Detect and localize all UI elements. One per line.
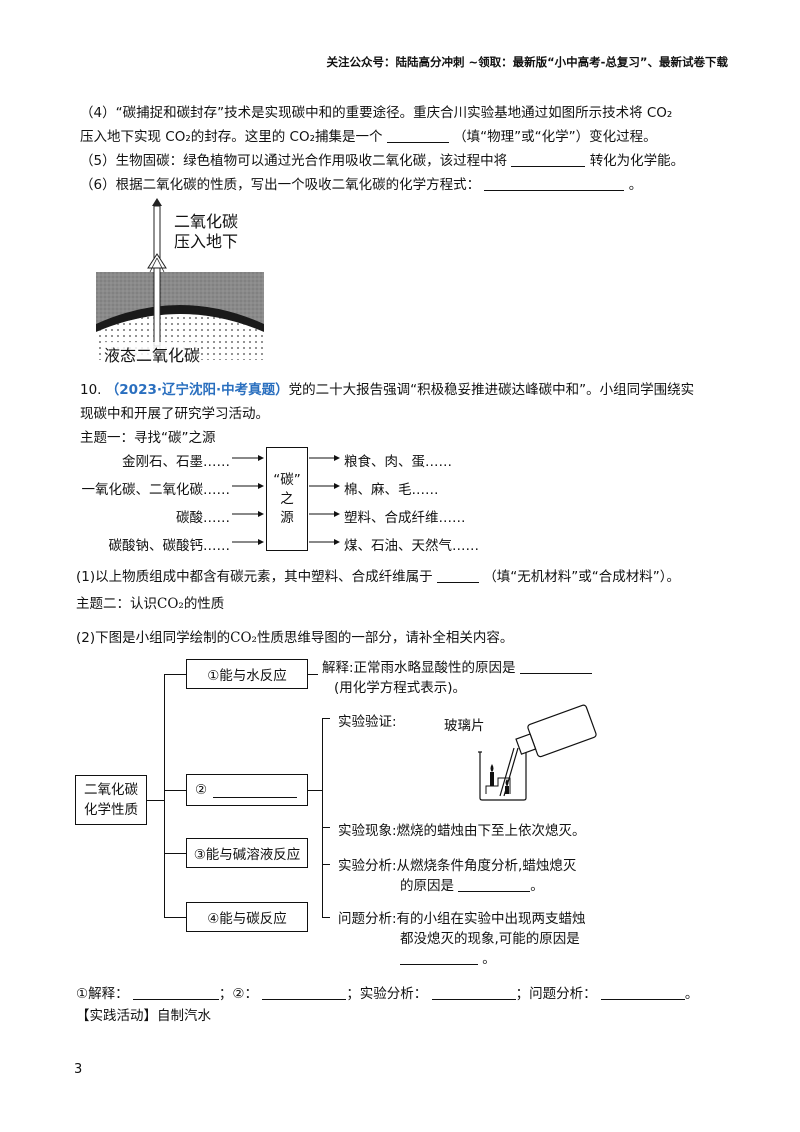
- q5-text-b: 转化为化学能。: [589, 153, 685, 169]
- answer-label-b: ；②：: [218, 986, 259, 1002]
- branch-2-label: ②: [195, 782, 208, 798]
- root-text-1: 二氧化碳: [84, 782, 138, 798]
- p1-text-b: （填“无机材料”或“合成材料”）。: [483, 569, 680, 585]
- explain-text-2: (用化学方程式表示)。: [334, 680, 467, 696]
- answer-blank-1[interactable]: [132, 985, 219, 1000]
- right-item-3: 塑料、合成纤维……: [344, 510, 466, 526]
- practice-title: 【实践活动】自制汽水: [76, 1008, 211, 1024]
- p2-co2: CO₂: [230, 630, 257, 646]
- analysis-block: 实验分析:从燃烧条件角度分析,蜡烛熄灭 的原因是 。: [338, 856, 576, 896]
- explain-text-1: 解释:正常雨水略显酸性的原因是: [322, 660, 516, 676]
- carbon-source-diagram: 金刚石、石墨…… 一氧化碳、二氧化碳…… 碳酸…… 碳酸钠、碳酸钙…… “碳” …: [0, 445, 800, 557]
- q5-blank[interactable]: [511, 152, 586, 167]
- answer-blank-3[interactable]: [431, 985, 516, 1000]
- p1-line: (1)以上物质组成中都含有碳元素，其中塑料、合成纤维属于 （填“无机材料”或“合…: [76, 565, 680, 585]
- analysis-text-2: 的原因是: [400, 878, 454, 894]
- answer-label-a: ①解释：: [76, 986, 129, 1002]
- root-text-2: 化学性质: [84, 802, 138, 818]
- right-arrows: [309, 455, 340, 545]
- q10-text1: 党的二十大报告强调“积极稳妥推进碳达峰碳中和”。小组同学围绕实: [288, 382, 695, 398]
- verify-label: 实验验证:: [338, 714, 397, 730]
- problem-blank[interactable]: [400, 950, 478, 965]
- branch-2-blank[interactable]: [213, 783, 298, 798]
- q4-line2: 压入地下实现 CO₂的封存。这里的 CO₂捕集是一个 （填“物理”或“化学”）变…: [80, 125, 657, 145]
- explain-block: 解释:正常雨水略显酸性的原因是 (用化学方程式表示)。: [322, 658, 592, 698]
- figure-label-top-2: 压入地下: [174, 232, 239, 251]
- right-item-1: 粮食、肉、蛋……: [344, 454, 452, 470]
- q10-line1: 10. （2023·辽宁沈阳·中考真题）党的二十大报告强调“积极稳妥推进碳达峰碳…: [80, 378, 694, 398]
- co2-storage-figure: 二氧化碳 压入地下 液态二氧化碳: [92, 196, 268, 366]
- p2-line: (2)下图是小组同学绘制的CO₂性质思维导图的一部分，请补全相关内容。: [76, 626, 513, 646]
- co2-storage-illustration: [92, 196, 268, 364]
- theme1-title: 主题一：寻找“碳”之源: [80, 430, 216, 446]
- figure-label-top-1: 二氧化碳: [174, 212, 239, 231]
- problem-text-2: 都没熄灭的现象,可能的原因是: [400, 931, 580, 947]
- center-text-3: 源: [280, 509, 294, 526]
- theme2-text-a: 主题二：认识: [76, 596, 157, 612]
- problem-block: 问题分析:有的小组在实验中出现两支蜡烛 都没熄灭的现象,可能的原因是 。: [338, 909, 586, 969]
- q6-blank[interactable]: [484, 176, 625, 191]
- answer-blank-2[interactable]: [262, 985, 347, 1000]
- phenomenon-text: 实验现象:燃烧的蜡烛由下至上依次熄灭。: [338, 823, 586, 839]
- q5-line: （5）生物固碳：绿色植物可以通过光合作用吸收二氧化碳，该过程中将 转化为化学能。: [80, 149, 684, 169]
- theme2-title: 主题二：认识CO₂的性质: [76, 592, 224, 612]
- branch-3-box: ③能与碱溶液反应: [186, 838, 308, 868]
- page-header: 关注公众号：陆陆高分冲刺 ~领取：最新版“小中高考-总复习”、最新试卷下载: [326, 55, 728, 69]
- branch-4-box: ④能与碳反应: [186, 902, 308, 932]
- mind-root: 二氧化碳 化学性质: [75, 775, 147, 825]
- answer-label-c: ；实验分析：: [346, 986, 428, 1002]
- glass-plate-label: 玻璃片: [444, 718, 485, 734]
- answer-blank-4[interactable]: [600, 985, 685, 1000]
- q4-blank[interactable]: [386, 128, 449, 143]
- problem-text-3: 。: [482, 951, 496, 967]
- q5-text-a: （5）生物固碳：绿色植物可以通过光合作用吸收二氧化碳，该过程中将: [80, 153, 508, 169]
- q6-text-a: （6）根据二氧化碳的性质，写出一个吸收二氧化碳的化学方程式：: [80, 177, 481, 193]
- carbon-source-box: “碳” 之 源: [266, 447, 308, 551]
- q10-source: （2023·辽宁沈阳·中考真题）: [105, 382, 289, 398]
- q10-number: 10.: [80, 382, 102, 398]
- right-item-4: 煤、石油、天然气……: [344, 538, 479, 554]
- figure-label-top: 二氧化碳 压入地下: [174, 212, 238, 252]
- q4-text-b: （填“物理”或“化学”）变化过程。: [453, 129, 657, 145]
- p1-blank[interactable]: [436, 568, 479, 583]
- q4-text-a: 压入地下实现 CO₂的封存。这里的 CO₂捕集是一个: [80, 129, 383, 145]
- q4-line1: （4）“碳捕捉和碳封存”技术是实现碳中和的重要途径。重庆合川实验基地通过如图所示…: [80, 105, 673, 121]
- candle-apparatus-illustration: [478, 704, 597, 801]
- left-arrows: [232, 455, 264, 545]
- left-item-2: 一氧化碳、二氧化碳……: [81, 482, 231, 498]
- branch-2-box: ②: [186, 774, 308, 806]
- left-item-3: 碳酸……: [176, 510, 230, 526]
- q6-line: （6）根据二氧化碳的性质，写出一个吸收二氧化碳的化学方程式： 。: [80, 173, 642, 193]
- p2-text-a: (2)下图是小组同学绘制的: [76, 630, 231, 646]
- analysis-text-1: 实验分析:从燃烧条件角度分析,蜡烛熄灭: [338, 858, 577, 874]
- p2-text-b: 性质思维导图的一部分，请补全相关内容。: [256, 630, 514, 646]
- figure-label-bottom: 液态二氧化碳: [104, 342, 201, 366]
- left-item-4: 碳酸钠、碳酸钙……: [108, 538, 231, 554]
- problem-text-1: 问题分析:有的小组在实验中出现两支蜡烛: [338, 911, 586, 927]
- center-text-2: 之: [280, 490, 294, 507]
- branch-1-box: ①能与水反应: [186, 659, 308, 689]
- analysis-text-3: 。: [530, 878, 544, 894]
- q10-line2: 现碳中和开展了研究学习活动。: [80, 406, 269, 422]
- q6-text-b: 。: [628, 177, 643, 193]
- co2-mind-map: 二氧化碳 化学性质 ①能与水反应 ② ③能与碱溶液反应 ④能与碳反应 解释:正常…: [0, 650, 800, 975]
- answer-label-e: 。: [684, 986, 699, 1002]
- theme2-text-b: 的性质: [183, 596, 225, 612]
- explain-blank[interactable]: [519, 659, 592, 674]
- theme2-co2: CO₂: [157, 596, 184, 612]
- right-item-2: 棉、麻、毛……: [344, 482, 439, 498]
- analysis-blank[interactable]: [458, 877, 531, 892]
- answers-line: ①解释： ；②： ；实验分析： ；问题分析： 。: [76, 982, 698, 1002]
- page-number: 3: [74, 1062, 83, 1077]
- answer-label-d: ；问题分析：: [515, 986, 597, 1002]
- center-text-1: “碳”: [273, 471, 301, 488]
- p1-text-a: (1)以上物质组成中都含有碳元素，其中塑料、合成纤维属于: [76, 569, 433, 585]
- left-item-1: 金刚石、石墨……: [122, 454, 230, 470]
